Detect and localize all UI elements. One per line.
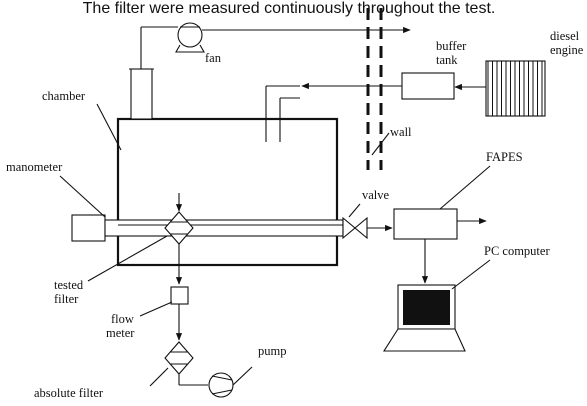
diesel-engine-label-line2: engine [550, 43, 584, 57]
fapes-label: FAPES [486, 150, 523, 164]
diesel-engine-icon [485, 60, 546, 117]
pump-outlet-line [232, 366, 253, 386]
exhaust-stack [129, 26, 178, 120]
inlet-pipe [265, 85, 300, 142]
flow-meter-box [170, 286, 189, 305]
buffer-tank-box [401, 72, 455, 100]
chamber-leader-line [96, 103, 122, 151]
tested-filter-icon [164, 211, 194, 245]
absolute-filter-icon [164, 341, 194, 375]
pump-icon [208, 372, 234, 398]
chamber-box [116, 117, 339, 267]
valve-label: valve [362, 188, 390, 202]
fan-icon [175, 22, 205, 53]
wall-leader-line [371, 132, 390, 156]
tested-filter-leader-line [87, 235, 168, 282]
absolute-filter-label: absolute filter [34, 386, 104, 400]
fapes-box [393, 208, 458, 240]
pc-computer-leader-line [451, 259, 491, 290]
tested-filter-label-line2: filter [54, 292, 79, 306]
caption-text: The filter were measured continuously th… [83, 0, 496, 17]
fapes-leader-line [439, 165, 491, 210]
pc-computer-label: PC computer [484, 244, 550, 258]
flow-meter-leader-line [139, 301, 173, 317]
buffer-tank-label-line2: tank [436, 53, 458, 67]
wall-label: wall [390, 125, 412, 139]
valve-icon [342, 216, 368, 240]
fan-label: fan [205, 51, 222, 65]
tested-filter-label-line1: tested [54, 278, 84, 292]
manometer-leader-line [59, 175, 106, 218]
pc-computer-icon [382, 284, 466, 352]
buffer-tank-label-line1: buffer [436, 39, 467, 53]
chamber-label: chamber [42, 89, 86, 103]
absolute-filter-leader-line [149, 367, 169, 387]
manometer-label: manometer [6, 160, 63, 174]
pump-label: pump [258, 344, 286, 358]
valve-leader-line [348, 203, 361, 218]
flow-meter-label-line2: meter [106, 326, 135, 340]
sampling-tube [71, 214, 344, 242]
diesel-engine-label-line1: diesel [550, 29, 580, 43]
flow-meter-label-line1: flow [111, 312, 134, 326]
